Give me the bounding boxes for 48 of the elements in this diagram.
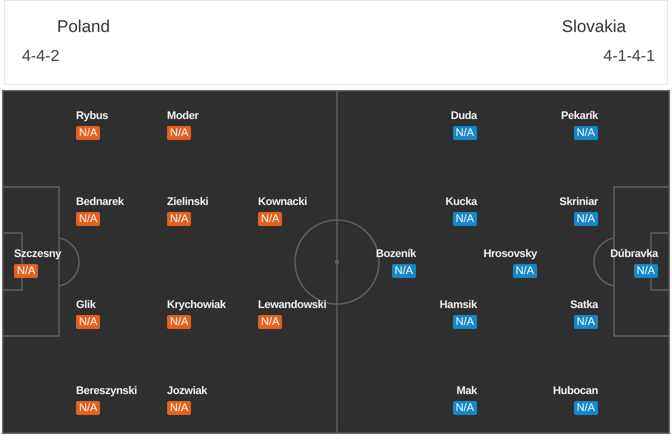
player-name: Jozwiak (167, 385, 208, 398)
rating-badge: N/A (452, 315, 477, 329)
player-name: Hubocan (553, 385, 598, 398)
player-name: Rybus (76, 110, 108, 123)
rating-badge: N/A (258, 315, 282, 329)
player-name: Duda (450, 110, 477, 123)
rating-badge: N/A (167, 126, 192, 140)
rating-badge: N/A (76, 401, 100, 415)
player-name: Zielinski (167, 196, 208, 209)
team-name: Slovakia (562, 16, 626, 38)
rating-badge: N/A (574, 401, 598, 415)
player-name: Krychowiak (167, 299, 226, 312)
rating-badge: N/A (452, 126, 477, 140)
rating-badge: N/A (14, 264, 38, 278)
rating-badge: N/A (574, 126, 598, 140)
rating-badge: N/A (574, 212, 598, 226)
player-name: Dúbravka (610, 248, 658, 261)
rating-badge: N/A (76, 126, 100, 140)
player-name: Kucka (445, 196, 477, 209)
player-name: Bednarek (76, 196, 124, 209)
player-name: Hrosovsky (483, 248, 537, 261)
player-name: Hamsik (440, 299, 477, 312)
player-name: Mak (456, 385, 477, 398)
rating-badge: N/A (574, 315, 598, 329)
player-name: Pekarík (560, 110, 598, 123)
player-name: Moder (167, 110, 199, 123)
player-name: Glik (76, 299, 96, 312)
rating-badge: N/A (167, 401, 192, 415)
formation-text: 4-4-2 (22, 47, 60, 67)
rating-badge: N/A (512, 264, 537, 278)
rating-badge: N/A (634, 264, 658, 278)
player-name: Kownacki (258, 196, 307, 209)
rating-badge: N/A (76, 315, 100, 329)
player-name: Lewandowski (258, 299, 326, 312)
player-name: Szczesny (14, 248, 62, 261)
player-name: Bereszynski (76, 385, 137, 398)
rating-badge: N/A (258, 212, 282, 226)
formation-text: 4-1-4-1 (603, 47, 655, 67)
rating-badge: N/A (76, 212, 100, 226)
player-name: Bozeník (376, 248, 416, 261)
team-name: Poland (57, 16, 110, 38)
player-name: Skriniar (559, 196, 598, 209)
rating-badge: N/A (452, 212, 477, 226)
rating-badge: N/A (167, 315, 192, 329)
rating-badge: N/A (392, 264, 416, 278)
rating-badge: N/A (452, 401, 477, 415)
rating-badge: N/A (167, 212, 192, 226)
player-name: Satka (570, 299, 598, 312)
